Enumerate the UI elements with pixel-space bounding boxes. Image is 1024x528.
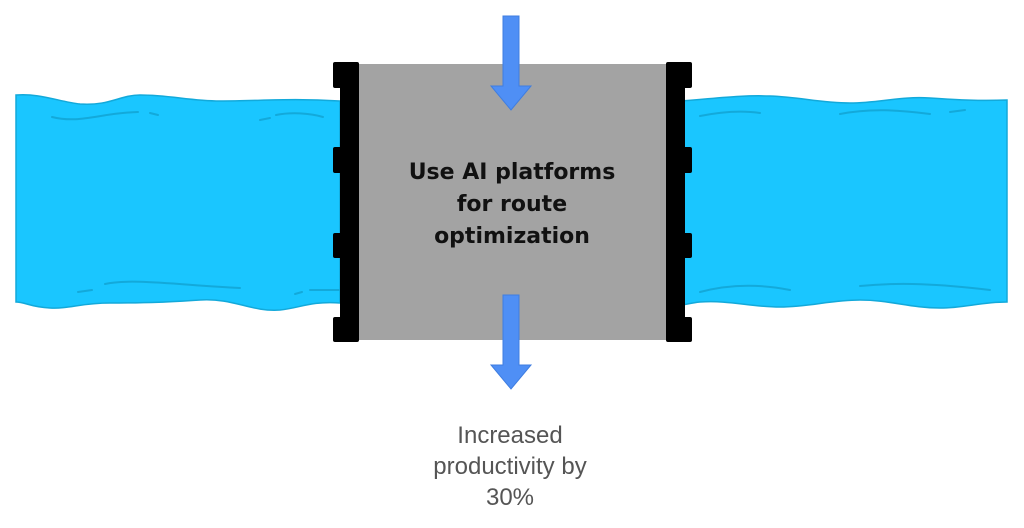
input-arrow-icon bbox=[489, 15, 533, 111]
process-label-line: Use AI platforms bbox=[408, 160, 616, 185]
river-left bbox=[15, 93, 341, 311]
output-arrow-icon bbox=[489, 294, 533, 390]
result-label-line: productivity by bbox=[433, 453, 587, 480]
result-label: Increased productivity by 30% bbox=[360, 420, 660, 513]
river-right bbox=[679, 95, 1008, 309]
process-label-line: optimization bbox=[434, 224, 590, 249]
right-frame bbox=[666, 62, 692, 342]
result-label-line: 30% bbox=[485, 484, 535, 511]
process-label-line: for route bbox=[456, 192, 568, 217]
result-label-line: Increased bbox=[457, 422, 563, 449]
process-label: Use AI platforms for route optimization bbox=[362, 157, 662, 253]
left-frame bbox=[333, 62, 359, 342]
process-box bbox=[358, 64, 667, 340]
